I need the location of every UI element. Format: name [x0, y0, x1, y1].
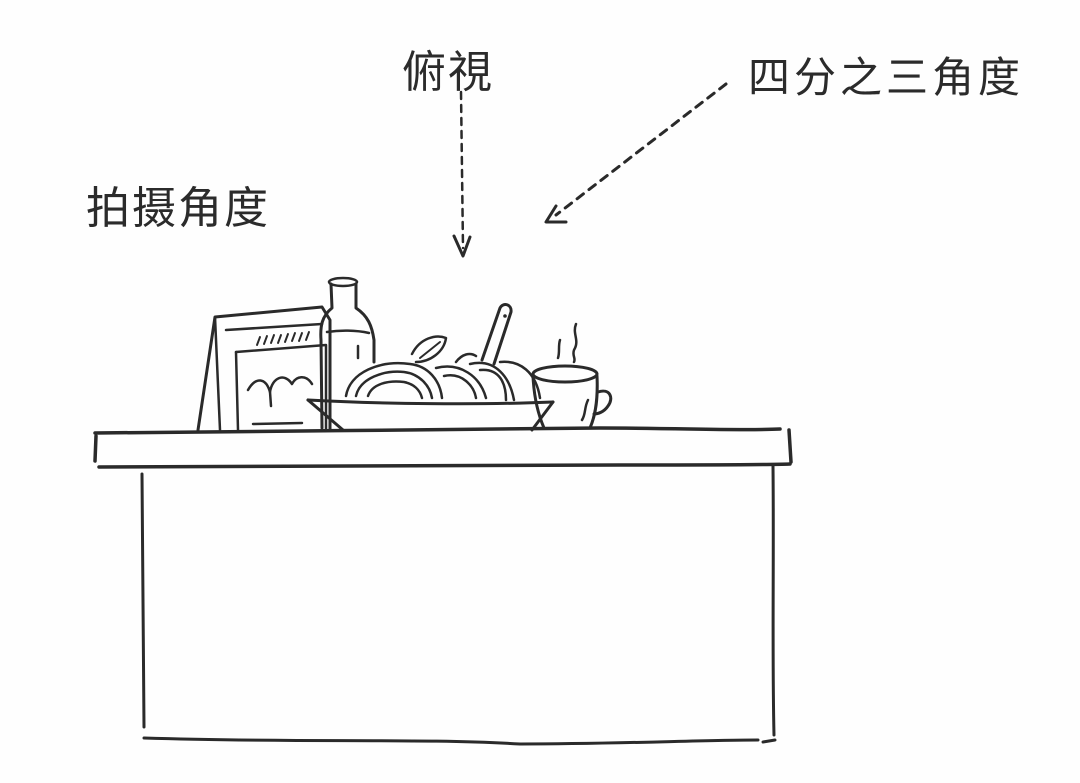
top-down-label: 俯視: [402, 47, 494, 98]
three-quarter-label: 四分之三角度: [748, 53, 1025, 102]
paper-bag: [196, 305, 332, 432]
shooting-angle-title: 拍摄角度: [86, 183, 270, 234]
table: [93, 426, 793, 746]
steaming-cup: [531, 322, 613, 430]
bottle: [319, 276, 376, 430]
fork: [480, 303, 513, 366]
top-down-arrow-icon: [452, 90, 472, 258]
bowl-of-pasta: [306, 335, 555, 432]
three-quarter-arrow-icon: [544, 82, 728, 224]
